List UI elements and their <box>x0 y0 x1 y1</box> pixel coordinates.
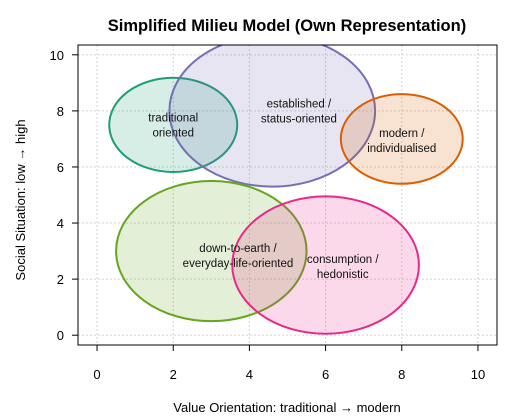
circle-label-line: traditional <box>148 112 198 124</box>
circle-label-down-to-earth: down-to-earth / everyday-life-oriented <box>183 243 294 270</box>
y-tick-label: 4 <box>57 216 64 231</box>
x-tick-label: 10 <box>471 367 485 382</box>
y-tick-label: 10 <box>50 48 64 63</box>
x-tick-label: 4 <box>246 367 253 382</box>
circle-label-line: modern / <box>379 128 425 140</box>
x-tick-label: 2 <box>170 367 177 382</box>
circle-label-line: everyday-life-oriented <box>183 258 294 270</box>
circle-label-traditional: traditional oriented <box>148 112 198 139</box>
y-axis-label: Social Situation: low → high <box>13 119 28 280</box>
x-tick-label: 8 <box>398 367 405 382</box>
circle-consumption <box>231 195 420 335</box>
x-axis-label: Value Orientation: traditional → modern <box>173 400 400 415</box>
circle-established <box>168 45 377 188</box>
circle-modern <box>339 93 464 185</box>
circle-label-line: hedonistic <box>317 269 369 281</box>
circle-traditional <box>108 76 239 174</box>
grid <box>78 45 497 345</box>
circle-label-layer: traditional oriented established / status-o… <box>148 98 436 281</box>
circle-label-line: individualised <box>367 143 436 155</box>
y-tick-label: 0 <box>57 328 64 343</box>
circle-label-modern: modern / individualised <box>367 128 436 155</box>
circle-label-established: established / status-oriented <box>261 98 337 125</box>
y-tick-label: 8 <box>57 104 64 119</box>
circle-label-line: down-to-earth / <box>199 243 277 255</box>
y-tick-label: 6 <box>57 160 64 175</box>
circle-label-line: consumption / <box>307 254 379 266</box>
x-tick-label: 0 <box>93 367 100 382</box>
chart-title: Simplified Milieu Model (Own Representat… <box>108 17 466 35</box>
circle-label-line: oriented <box>152 127 194 139</box>
circle-label-line: established / <box>267 98 332 110</box>
circle-label-consumption: consumption / hedonistic <box>307 254 379 281</box>
circle-layer <box>108 45 464 335</box>
plot-frame <box>77 44 498 346</box>
ticks: 0 2 4 6 8 10 0 2 4 6 8 10 <box>50 48 486 382</box>
circle-label-line: status-oriented <box>261 113 337 125</box>
y-tick-label: 2 <box>57 272 64 287</box>
x-tick-label: 6 <box>322 367 329 382</box>
